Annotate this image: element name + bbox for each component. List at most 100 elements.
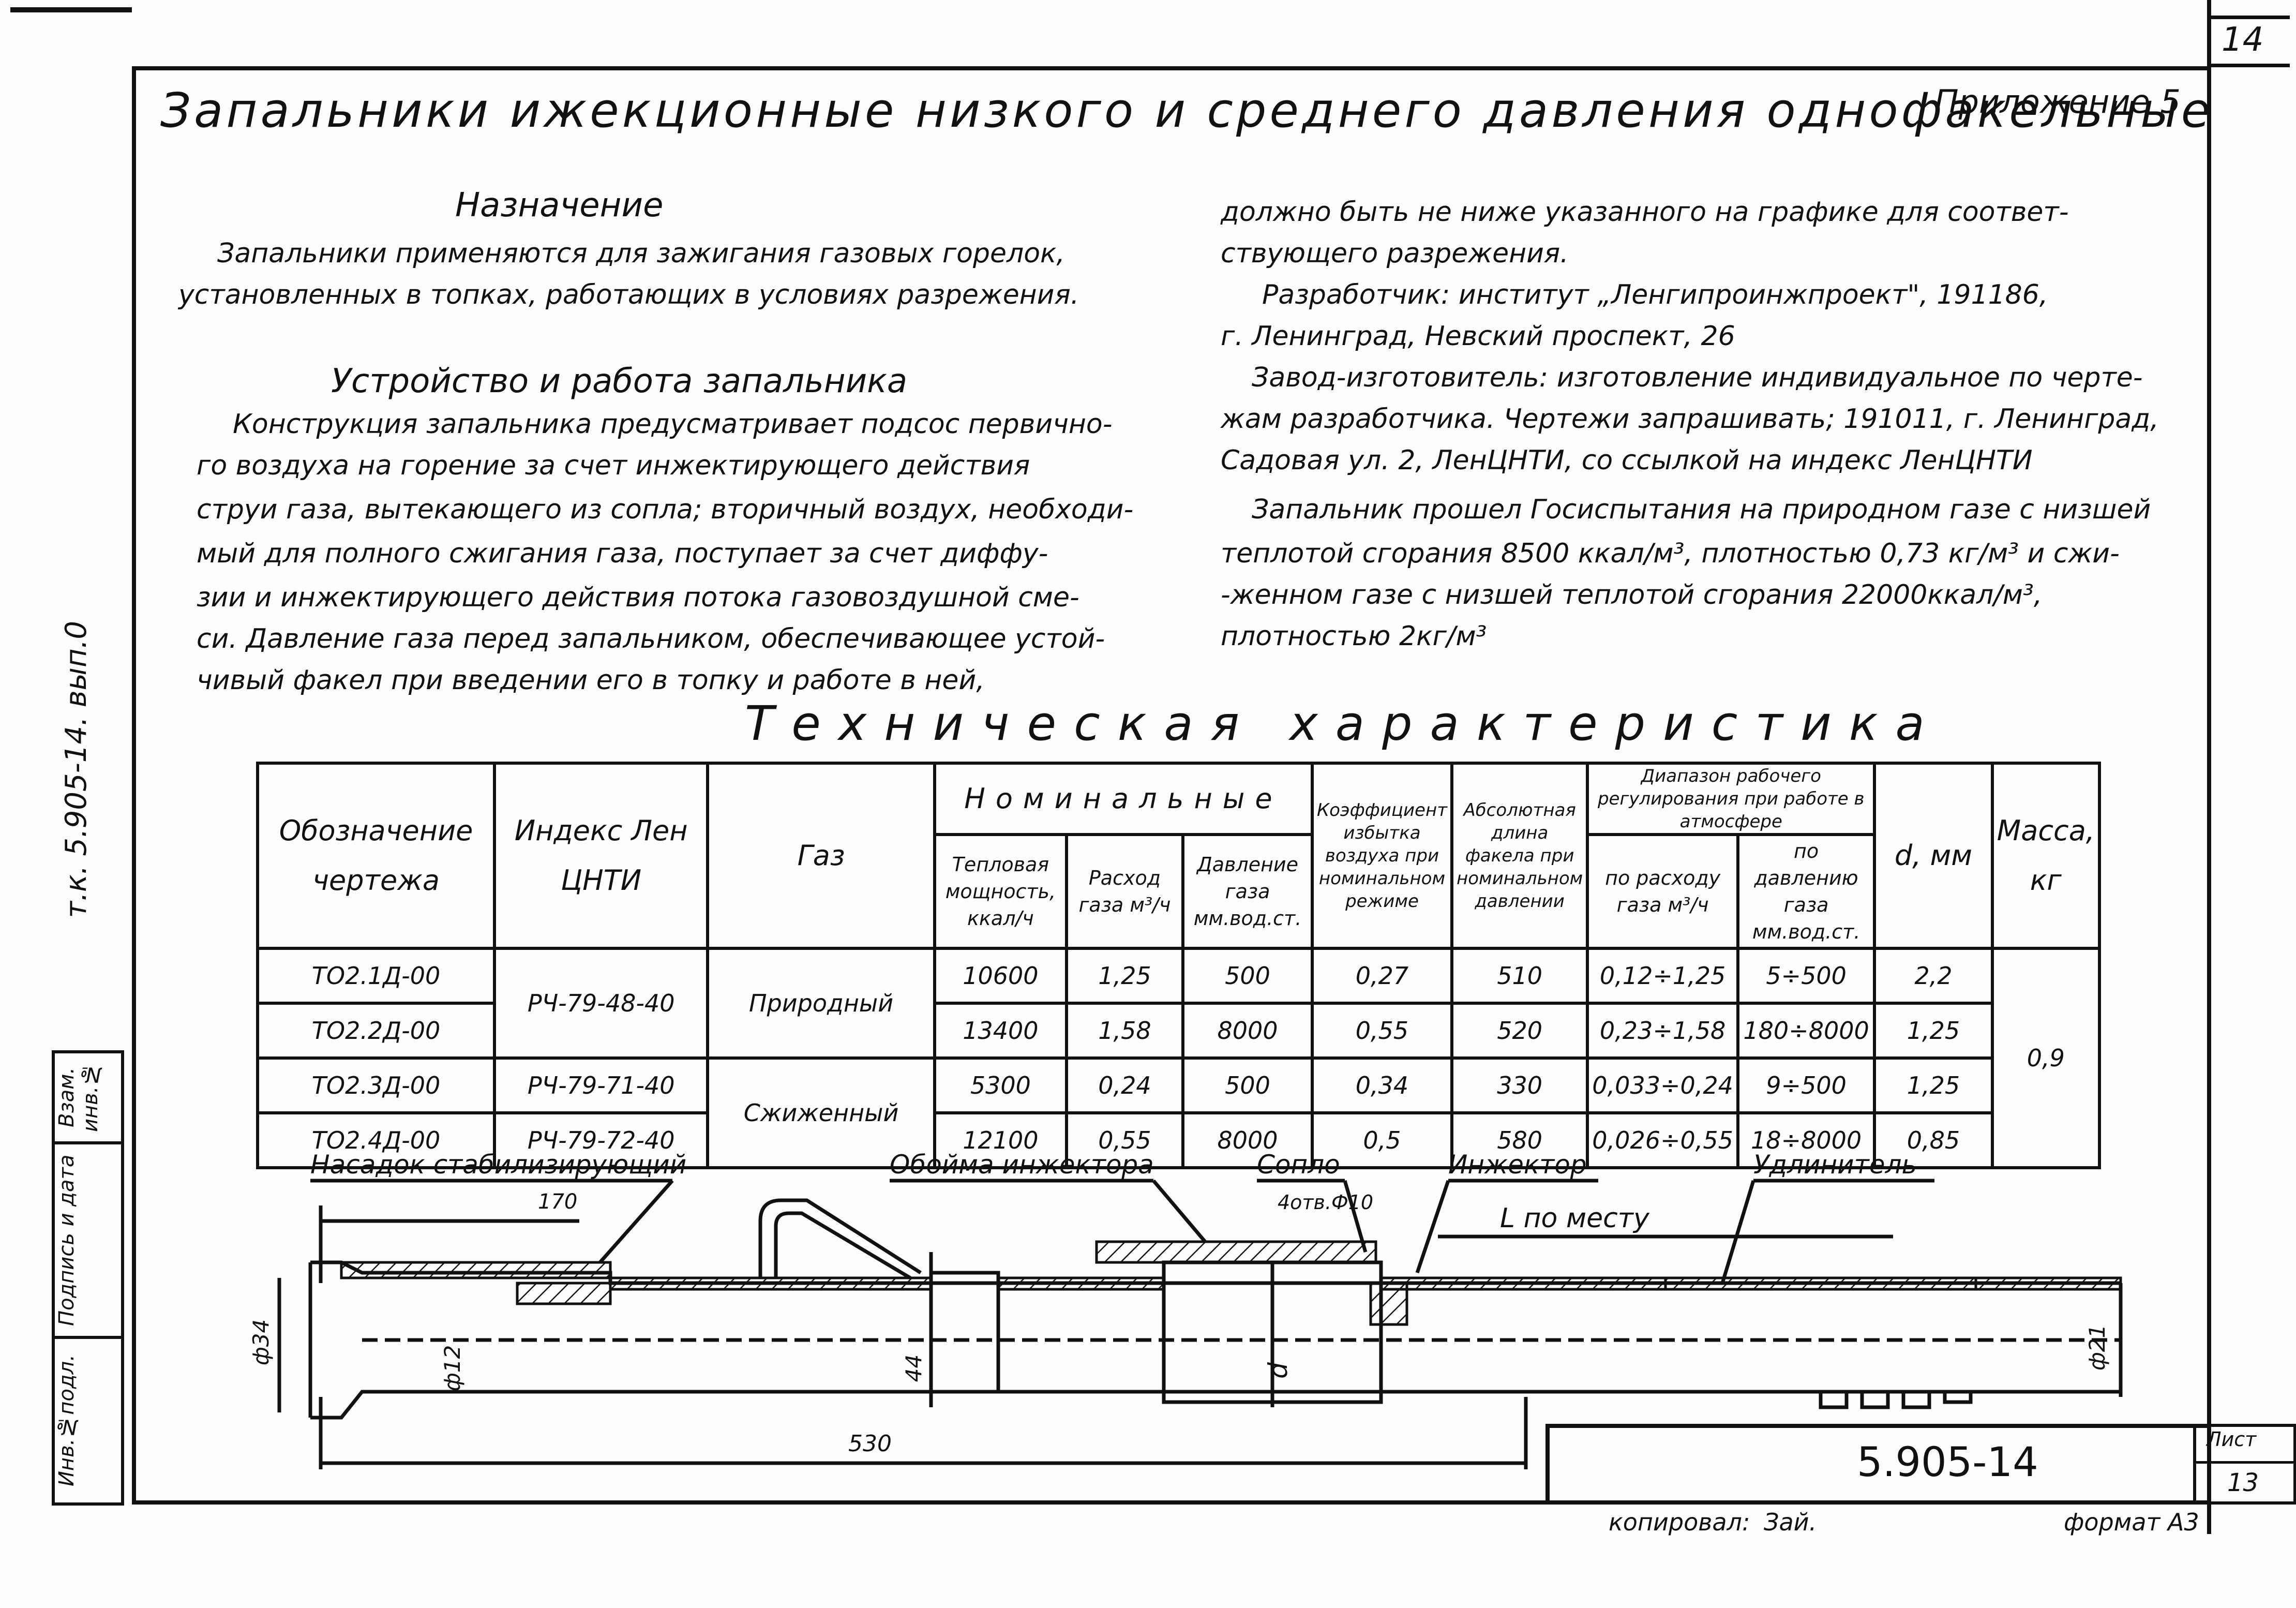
cell-index: РЧ-79-72-40 <box>493 1111 710 1169</box>
device-line-3: струи газа, вытекающего из сопла; вторич… <box>197 494 1134 525</box>
sheet-number: 14 <box>2222 21 2264 59</box>
cell-index: РЧ-79-71-40 <box>493 1056 710 1114</box>
device-heading: Устройство и работа запальника <box>331 362 908 400</box>
cell-index: РЧ-79-48-40 <box>493 947 710 1060</box>
cell-heat: 10600 <box>933 947 1068 1005</box>
device-line-1: Конструкция запальника предусматривает п… <box>233 409 1113 440</box>
cell-range-pressure: 5÷500 <box>1736 947 1877 1005</box>
sheet-value: 13 <box>2227 1468 2259 1497</box>
device-line-7: чивый факел при введении его в топку и р… <box>197 665 985 696</box>
document-number: 5.905-14 <box>1857 1439 2038 1486</box>
cell-range-flow: 0,23÷1,58 <box>1586 1002 1739 1060</box>
title-block <box>1545 1424 2207 1505</box>
sheet-box: Лист 13 <box>2193 1424 2296 1505</box>
manufacturer-line: Завод-изготовитель: изготовление индивид… <box>1252 362 2143 393</box>
dim-d: d <box>1263 1362 1293 1379</box>
header-flame-length: Абсолютная длина факела при номинальном … <box>1450 762 1589 950</box>
header-gas-pressure: Давление газа мм.вод.ст. <box>1181 833 1314 950</box>
format-label: формат А3 <box>2064 1508 2199 1536</box>
tests-line-1: Запальник прошел Госиспытания на природн… <box>1252 494 2151 525</box>
header-range: Диапазон рабочего регулирования при рабо… <box>1586 762 1877 836</box>
header-d: d, мм <box>1873 762 1994 950</box>
cell-gas: Сжиженный <box>706 1056 936 1169</box>
label-stabilizing-nozzle: Насадок стабилизирующий <box>310 1150 687 1180</box>
sheet-label: Лист <box>2207 1428 2257 1451</box>
header-nominal: Номинальные <box>933 762 1314 836</box>
cell-air: 0,5 <box>1310 1111 1454 1169</box>
cell-pressure: 500 <box>1181 1056 1314 1114</box>
header-range-flow: по расходу газа м³/ч <box>1586 833 1739 950</box>
copied-label: копировал: <box>1609 1508 1750 1536</box>
header-index: Индекс Лен ЦНТИ <box>493 762 710 950</box>
cell-range-pressure: 9÷500 <box>1736 1056 1877 1114</box>
cell-flow: 0,24 <box>1064 1056 1185 1114</box>
approval-stamp: Взам. инв.№ Подпись и дата Инв.№подл. <box>52 1050 124 1506</box>
cell-d: 1,25 <box>1873 1002 1994 1060</box>
dim-phi12: ф12 <box>440 1345 466 1392</box>
cell-gas: Природный <box>706 947 936 1060</box>
right-line-2: ствующего разрежения. <box>1221 238 1569 269</box>
cell-range-pressure: 18÷8000 <box>1736 1111 1877 1169</box>
label-extender: Удлинитель <box>1753 1150 1917 1180</box>
frame-right-line <box>2207 0 2211 1534</box>
purpose-heading: Назначение <box>455 186 664 225</box>
dim-44: 44 <box>901 1354 927 1382</box>
device-line-4: мый для полного сжигания газа, поступает… <box>197 538 1048 569</box>
document-title: Запальники ижекционные низкого и среднег… <box>160 83 2214 138</box>
header-gas: Газ <box>706 762 936 950</box>
cell-flame: 520 <box>1450 1002 1589 1060</box>
manufacturer-line-3: Садовая ул. 2, ЛенЦНТИ, со ссылкой на ин… <box>1221 445 2033 476</box>
header-designation: Обозначение чертежа <box>256 762 497 950</box>
copied-signature: Зай. <box>1764 1508 1817 1536</box>
cell-air: 0,34 <box>1310 1056 1454 1114</box>
cell-flame: 580 <box>1450 1111 1589 1169</box>
cell-d: 2,2 <box>1873 947 1994 1005</box>
cell-mass: 0,9 <box>1990 947 2102 1169</box>
header-gas-flow: Расход газа м³/ч <box>1064 833 1185 950</box>
tests-line-2: теплотой сгорания 8500 ккал/м³, плотност… <box>1221 538 2120 569</box>
cell-flame: 330 <box>1450 1056 1589 1114</box>
label-length-by-place: L по месту <box>1500 1203 1649 1234</box>
dim-530: 530 <box>848 1431 892 1457</box>
cell-pressure: 8000 <box>1181 1002 1314 1060</box>
header-heat-power: Тепловая мощность, ккал/ч <box>933 833 1068 950</box>
tests-line-3: -женном газе с низшей теплотой сгорания … <box>1221 579 2043 611</box>
cell-pressure: 500 <box>1181 947 1314 1005</box>
tests-line-4: плотностью 2кг/м³ <box>1221 621 1487 652</box>
developer-line: Разработчик: институт „Ленгипроинжпроект… <box>1262 279 2048 310</box>
cell-air: 0,27 <box>1310 947 1454 1005</box>
cell-heat: 13400 <box>933 1002 1068 1060</box>
drawing-frame <box>132 66 2207 1505</box>
cell-range-flow: 0,033÷0,24 <box>1586 1056 1739 1114</box>
label-holes: 4отв.Ф10 <box>1278 1191 1374 1214</box>
dim-phi34: ф34 <box>248 1319 274 1366</box>
cell-air: 0,55 <box>1310 1002 1454 1060</box>
cell-range-flow: 0,12÷1,25 <box>1586 947 1739 1005</box>
label-injector-shell: Обойма инжектора <box>890 1150 1154 1180</box>
cell-designation: ТО2.3Д-00 <box>256 1056 497 1114</box>
table-row: ТО2.2Д-00 13400 1,58 8000 0,55 520 0,23÷… <box>256 1002 2099 1060</box>
device-line-5: зии и инжектирующего действия потока газ… <box>197 582 1079 613</box>
frame-top-line <box>10 7 132 12</box>
cell-flame: 510 <box>1450 947 1589 1005</box>
table-row: ТО2.3Д-00 РЧ-79-71-40 Сжиженный 5300 0,2… <box>256 1056 2099 1169</box>
right-line-1: должно быть не ниже указанного на график… <box>1221 197 2069 228</box>
spec-table: Обозначение чертежа Индекс Лен ЦНТИ Газ … <box>256 762 2102 1169</box>
tech-characteristics-heading: Техническая характеристика <box>745 696 1942 751</box>
cell-pressure: 8000 <box>1181 1111 1314 1169</box>
cell-heat: 12100 <box>933 1111 1068 1169</box>
cell-range-pressure: 180÷8000 <box>1736 1002 1877 1060</box>
dim-170: 170 <box>538 1190 578 1214</box>
cell-designation: ТО2.4Д-00 <box>256 1111 497 1169</box>
cell-d: 0,85 <box>1873 1111 1994 1169</box>
cell-range-flow: 0,026÷0,55 <box>1586 1111 1739 1169</box>
cell-d: 1,25 <box>1873 1056 1994 1114</box>
table-row: ТО2.4Д-00 РЧ-79-72-40 12100 0,55 8000 0,… <box>256 1111 2099 1169</box>
header-mass: Масса, кг <box>1990 762 2102 950</box>
label-injector: Инжектор <box>1448 1150 1587 1180</box>
cell-flow: 0,55 <box>1064 1111 1185 1169</box>
dim-phi21: ф21 <box>2084 1324 2110 1371</box>
table-row: ТО2.1Д-00 РЧ-79-48-40 Природный 10600 1,… <box>256 947 2102 1169</box>
device-line-6: си. Давление газа перед запальником, обе… <box>197 623 1105 654</box>
